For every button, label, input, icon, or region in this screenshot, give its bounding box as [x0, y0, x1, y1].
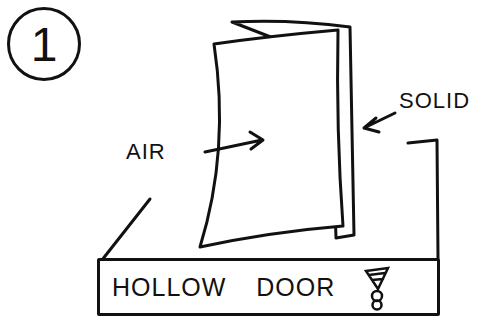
door-top-edge: [408, 140, 438, 258]
door-symbol: [363, 263, 393, 313]
leader-arrow: [364, 113, 395, 132]
symbol-funnel: [366, 268, 388, 289]
callout-circle: 1: [7, 7, 81, 81]
part-label: AIR: [126, 139, 166, 165]
part-label: SOLID: [399, 88, 470, 114]
air-sheet: [200, 30, 343, 247]
door-front-face: HOLLOW DOOR: [97, 258, 440, 316]
callout-number: 1: [31, 17, 58, 72]
symbol-ring: [373, 301, 382, 310]
door-label: HOLLOW DOOR: [112, 273, 335, 302]
door-top-edge: [102, 199, 150, 260]
leader-arrow: [205, 132, 263, 152]
